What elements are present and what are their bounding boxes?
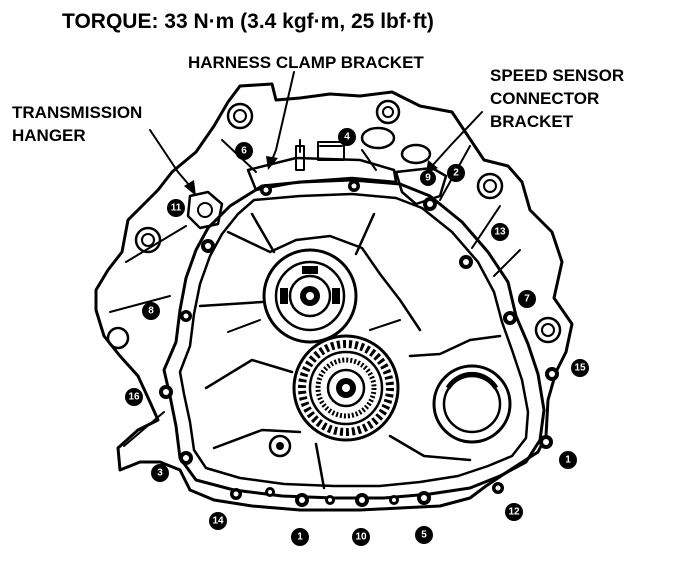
speed-sensor-label-line3: BRACKET xyxy=(490,112,574,131)
svg-text:15: 15 xyxy=(574,363,586,374)
flange-bolt-heads xyxy=(159,180,559,507)
drain-fitting xyxy=(268,434,292,458)
svg-text:10: 10 xyxy=(355,532,367,543)
bolt-marker-8: 8 xyxy=(142,302,160,320)
bolt-marker-1: 1 xyxy=(559,451,577,469)
svg-text:7: 7 xyxy=(524,294,530,305)
bolt-marker-11: 11 xyxy=(167,199,185,217)
bolt-marker-4: 4 xyxy=(338,128,356,146)
svg-text:1: 1 xyxy=(565,455,571,466)
svg-text:6: 6 xyxy=(241,146,247,157)
bolt-marker-13: 13 xyxy=(491,223,509,241)
svg-text:14: 14 xyxy=(212,516,224,527)
differential-bearing xyxy=(432,364,512,444)
svg-text:1: 1 xyxy=(297,532,303,543)
speed-sensor-label-line1: SPEED SENSOR xyxy=(490,66,624,85)
svg-text:11: 11 xyxy=(171,203,182,214)
svg-text:13: 13 xyxy=(494,227,506,238)
case-ribs xyxy=(198,212,502,490)
svg-text:9: 9 xyxy=(425,173,431,184)
bolt-marker-3: 3 xyxy=(151,464,169,482)
svg-text:16: 16 xyxy=(128,392,140,403)
bolt-marker-1: 1 xyxy=(291,528,309,546)
torque-spec: TORQUE: 33 N·m (3.4 kgf·m, 25 lbf·ft) xyxy=(62,10,434,33)
svg-text:12: 12 xyxy=(508,507,520,518)
svg-text:8: 8 xyxy=(148,306,154,317)
bolt-marker-9: 9 xyxy=(420,170,436,186)
shift-shaft xyxy=(295,145,305,171)
transmission-hanger-label-line1: TRANSMISSION xyxy=(12,103,142,122)
upper-shaft-bearing xyxy=(262,248,358,344)
transmission-hanger-label-line2: HANGER xyxy=(12,126,86,145)
svg-text:4: 4 xyxy=(344,132,350,143)
svg-text:2: 2 xyxy=(453,168,459,179)
bolt-sequence-markers: 1 1 2 3 4 5 6 7 8 9 10 11 12 13 14 15 16 xyxy=(125,128,589,546)
bolt-marker-10: 10 xyxy=(352,528,370,546)
harness-clamp-bracket-label: HARNESS CLAMP BRACKET xyxy=(188,53,424,72)
transmission-hanger xyxy=(186,190,224,230)
bolt-marker-6: 6 xyxy=(235,142,253,160)
bolt-marker-2: 2 xyxy=(447,164,465,182)
speed-sensor-connector-bracket xyxy=(360,126,448,206)
lower-shaft-bearing xyxy=(292,334,400,442)
bolt-marker-16: 16 xyxy=(125,388,143,406)
svg-text:5: 5 xyxy=(421,530,427,541)
bolt-marker-15: 15 xyxy=(571,359,589,377)
bolt-marker-12: 12 xyxy=(505,503,523,521)
case-flange xyxy=(162,178,546,500)
bolt-marker-14: 14 xyxy=(209,512,227,530)
bolt-marker-5: 5 xyxy=(415,526,433,544)
speed-sensor-label-line2: CONNECTOR xyxy=(490,89,599,108)
bolt-marker-7: 7 xyxy=(518,290,536,308)
svg-text:3: 3 xyxy=(157,468,163,479)
